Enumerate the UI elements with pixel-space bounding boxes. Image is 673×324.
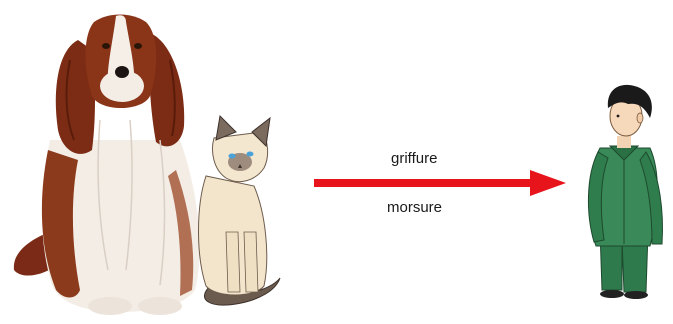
transmission-label-scratch: griffure [391,150,437,167]
cat-icon [199,116,281,305]
dog-icon [14,15,200,316]
arrow-shaft [314,179,532,187]
transmission-arrow [314,170,566,196]
person-icon [588,85,662,299]
arrow-head [530,170,566,196]
transmission-label-bite: morsure [387,199,442,216]
